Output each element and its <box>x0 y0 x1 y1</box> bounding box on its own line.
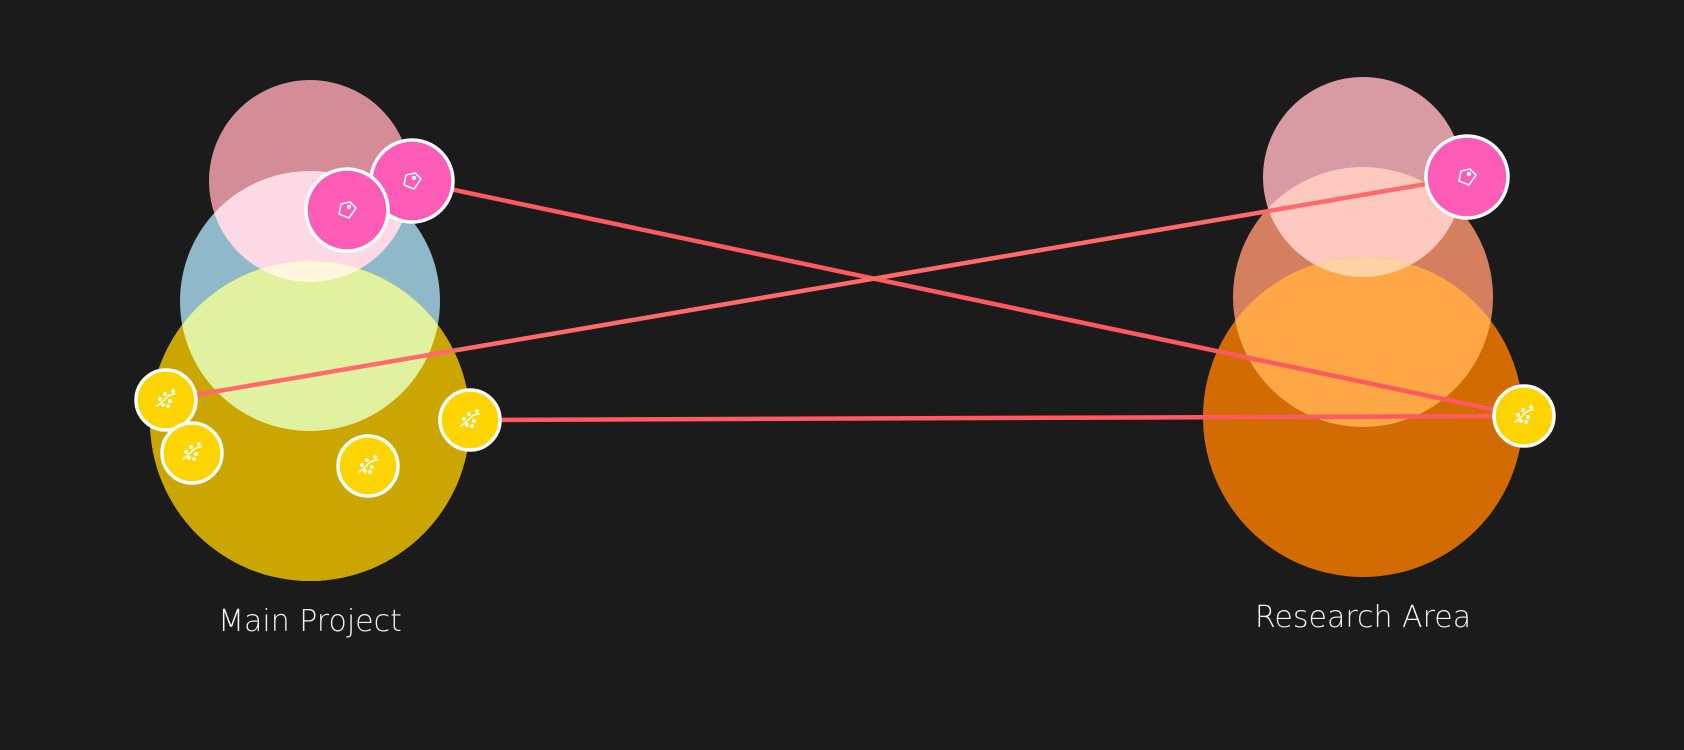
link-seed-main-to-tag-research[interactable] <box>163 174 1470 403</box>
nodes <box>134 134 1556 498</box>
cluster-research-area: Research Area <box>1203 77 1523 635</box>
links <box>163 174 1527 423</box>
research-overlap-top-middle <box>1263 167 1463 277</box>
node-tag-research-1[interactable] <box>1424 134 1510 220</box>
link-seed-main-to-seed-research[interactable] <box>467 413 1527 423</box>
node-seed-main-4[interactable] <box>438 388 502 452</box>
node-seed-main-3[interactable] <box>336 434 400 498</box>
cluster-label-main-project: Main Project <box>218 604 402 639</box>
node-seed-main-1[interactable] <box>134 368 198 432</box>
research-overlap-middle-bottom <box>1233 257 1493 427</box>
node-tag-main-2[interactable] <box>304 167 390 253</box>
node-seed-main-2[interactable] <box>160 421 224 485</box>
node-seed-research-1[interactable] <box>1492 384 1556 448</box>
link-tag-main-to-seed-research[interactable] <box>409 178 1527 419</box>
cluster-label-research-area: Research Area <box>1255 600 1471 635</box>
